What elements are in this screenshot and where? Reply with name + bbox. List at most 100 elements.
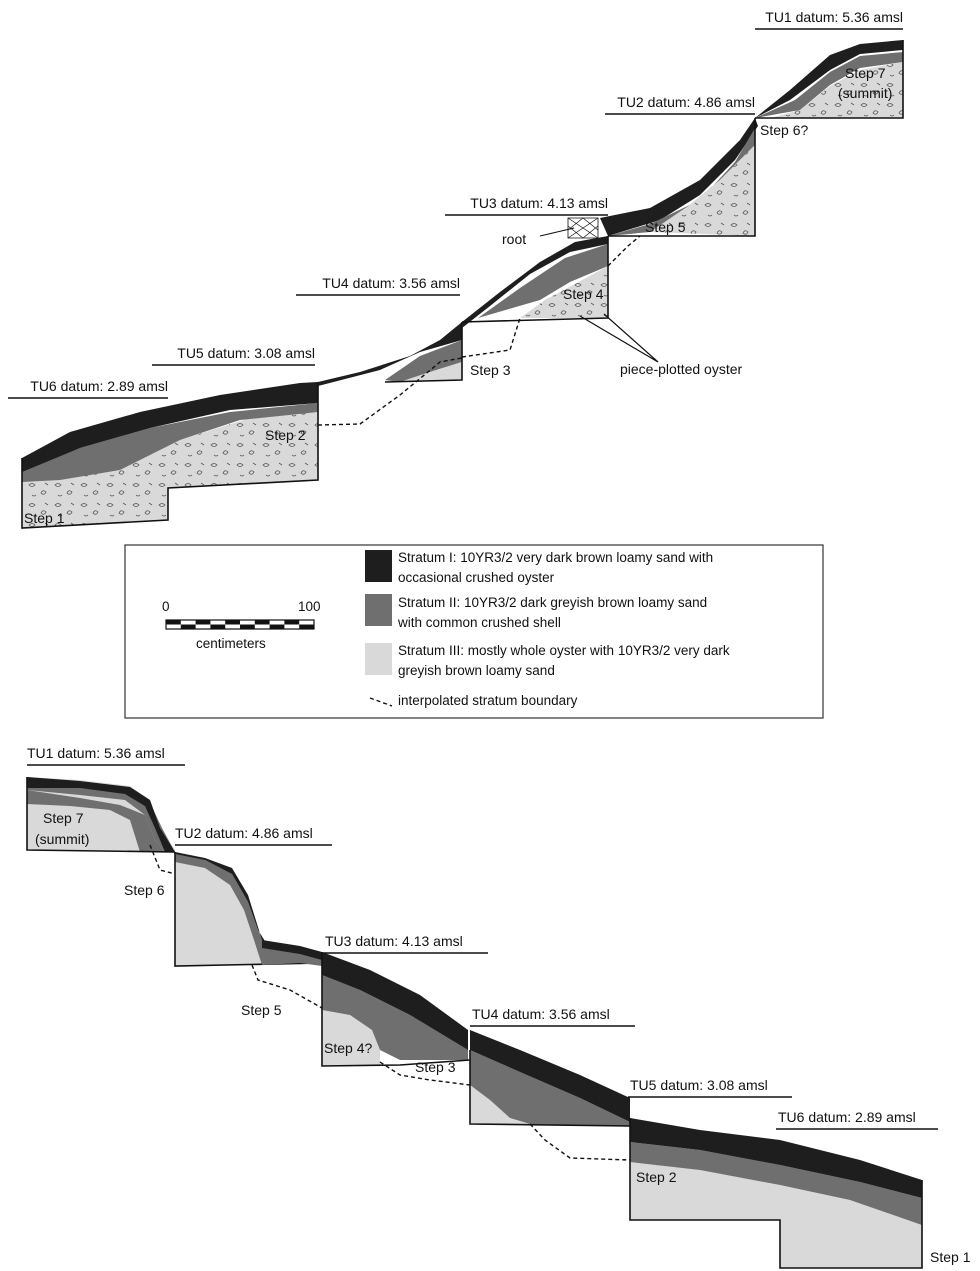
root-pointer bbox=[539, 227, 575, 237]
bottom-tu3-block bbox=[321, 952, 471, 1067]
bottom-tu1-block bbox=[26, 777, 176, 853]
tu5-datum-label: TU5 datum: 3.08 amsl bbox=[177, 345, 315, 361]
block-outline bbox=[26, 777, 176, 853]
stratum-3-fill bbox=[175, 852, 262, 966]
scale-min-label: 0 bbox=[162, 599, 170, 614]
stratum-2-fill bbox=[470, 1050, 630, 1126]
tu2-datum-label: TU2 datum: 4.86 amsl bbox=[175, 825, 313, 841]
stratum-2-fill bbox=[755, 52, 903, 118]
scale-max-label: 100 bbox=[298, 599, 321, 614]
legend-stratum-3-line2: greyish brown loamy sand bbox=[398, 663, 555, 678]
stratum-1-fill bbox=[22, 382, 318, 472]
tu4-datum-label: TU4 datum: 3.56 amsl bbox=[322, 275, 460, 291]
stratum-1-fill bbox=[755, 40, 903, 118]
legend-box bbox=[124, 544, 824, 719]
stratum-2-fill bbox=[630, 1142, 922, 1225]
step7-sublabel: (summit) bbox=[838, 85, 892, 101]
stratum-2-fill bbox=[22, 403, 318, 482]
tu6-datum-label: TU6 datum: 2.89 amsl bbox=[778, 1109, 916, 1125]
stratum-1-fill bbox=[470, 1030, 630, 1122]
oyster-label: piece-plotted oyster bbox=[620, 361, 743, 377]
top-profile: TU1 datum: 5.36 amsl TU2 datum: 4.86 ams… bbox=[8, 9, 904, 529]
step3-label: Step 3 bbox=[470, 362, 511, 378]
step6-label: Step 6 bbox=[124, 882, 165, 898]
tu2-datum-label: TU2 datum: 4.86 amsl bbox=[617, 94, 755, 110]
oyster-texture bbox=[22, 410, 318, 528]
tu5-datum-label: TU5 datum: 3.08 amsl bbox=[630, 1077, 768, 1093]
legend-stratum-2-line1: Stratum II: 10YR3/2 dark greyish brown l… bbox=[398, 595, 707, 610]
step5-label: Step 5 bbox=[645, 219, 686, 235]
block-outline bbox=[469, 1050, 631, 1127]
top-tu6-block bbox=[21, 382, 319, 529]
legend-stratum-2-line2: with common crushed shell bbox=[397, 615, 561, 630]
tu3-datum-label: TU3 datum: 4.13 amsl bbox=[325, 933, 463, 949]
step2-label: Step 2 bbox=[636, 1169, 677, 1185]
bottom-profile: TU1 datum: 5.36 amsl TU2 datum: 4.86 ams… bbox=[26, 745, 971, 1269]
interpolated-boundary bbox=[251, 964, 323, 1009]
step4-label: Step 4 bbox=[563, 286, 604, 302]
top-tu4-block bbox=[461, 236, 609, 328]
step5-label: Step 5 bbox=[241, 1002, 282, 1018]
block-outline bbox=[629, 1118, 923, 1269]
step2-label: Step 2 bbox=[265, 427, 306, 443]
oyster-texture bbox=[770, 62, 903, 118]
legend-stratum-1-line2: occasional crushed oyster bbox=[398, 570, 555, 585]
interpolated-boundary bbox=[461, 317, 521, 358]
bottom-tu5-block bbox=[629, 1118, 923, 1269]
block-outline bbox=[21, 382, 319, 529]
stratum-2-fill bbox=[322, 975, 468, 1060]
stratum-2-fill bbox=[385, 340, 462, 382]
step7-label: Step 7 bbox=[845, 65, 886, 81]
top-tu3-block bbox=[600, 118, 758, 237]
tu3-datum-label: TU3 datum: 4.13 amsl bbox=[470, 195, 608, 211]
legend-swatch-stratum-2 bbox=[365, 594, 392, 626]
tu6-datum-label: TU6 datum: 2.89 amsl bbox=[30, 378, 168, 394]
legend-swatch-stratum-1 bbox=[365, 550, 392, 582]
legend-stratum-1-line1: Stratum I: 10YR3/2 very dark brown loamy… bbox=[398, 550, 713, 565]
step7-label: Step 7 bbox=[43, 810, 84, 826]
oyster-texture bbox=[520, 266, 608, 318]
step7-sublabel: (summit) bbox=[35, 831, 89, 847]
legend: Stratum I: 10YR3/2 very dark brown loamy… bbox=[124, 544, 824, 719]
stratum-1-fill bbox=[27, 777, 175, 852]
top-tu1-block bbox=[755, 40, 904, 119]
step4-label: Step 4? bbox=[324, 1040, 372, 1056]
block-outline bbox=[608, 118, 756, 237]
legend-swatch-stratum-3 bbox=[365, 643, 392, 675]
bottom-tu4-block bbox=[469, 1030, 631, 1127]
legend-stratum-3-line1: Stratum III: mostly whole oyster with 10… bbox=[398, 643, 730, 658]
step1-label: Step 1 bbox=[24, 510, 65, 526]
top-tu5-block bbox=[318, 322, 463, 386]
stratum-3-fill bbox=[630, 1160, 922, 1268]
tu4-datum-label: TU4 datum: 3.56 amsl bbox=[472, 1006, 610, 1022]
step3-label: Step 3 bbox=[415, 1059, 456, 1075]
interpolated-boundary bbox=[149, 844, 176, 875]
tu1-datum-label: TU1 datum: 5.36 amsl bbox=[27, 745, 165, 761]
oyster-pointer bbox=[579, 313, 659, 363]
stratum-3-fill bbox=[470, 1085, 530, 1124]
stratum-3-fill bbox=[400, 362, 462, 382]
slope-stratum-1 bbox=[262, 940, 322, 960]
stratum-3-fill bbox=[322, 1010, 380, 1066]
stratum-1-fill bbox=[600, 118, 758, 236]
root-hatch bbox=[567, 217, 599, 239]
stratum-1-fill bbox=[322, 952, 468, 1050]
oyster-texture bbox=[650, 145, 755, 236]
stratum-2-fill bbox=[478, 244, 608, 318]
stratum-2-fill bbox=[175, 852, 268, 965]
scale-unit-label: centimeters bbox=[196, 636, 266, 651]
block-outline bbox=[384, 322, 463, 383]
interpolated-boundary bbox=[607, 235, 641, 267]
stratum-1-fill bbox=[630, 1118, 922, 1198]
stratum-1-fill bbox=[318, 322, 462, 386]
step6-label: Step 6? bbox=[760, 122, 808, 138]
root-label: root bbox=[502, 231, 526, 247]
interpolated-boundary bbox=[317, 357, 463, 426]
legend-boundary-label: interpolated stratum boundary bbox=[398, 693, 578, 708]
stratum-2-lower-fill bbox=[27, 790, 165, 852]
legend-boundary-swatch bbox=[369, 697, 393, 707]
block-outline bbox=[755, 40, 904, 119]
step1-label: Step 1 bbox=[930, 1249, 971, 1265]
slope-stratum-2 bbox=[262, 946, 322, 966]
stratum-1-fill bbox=[462, 236, 608, 328]
